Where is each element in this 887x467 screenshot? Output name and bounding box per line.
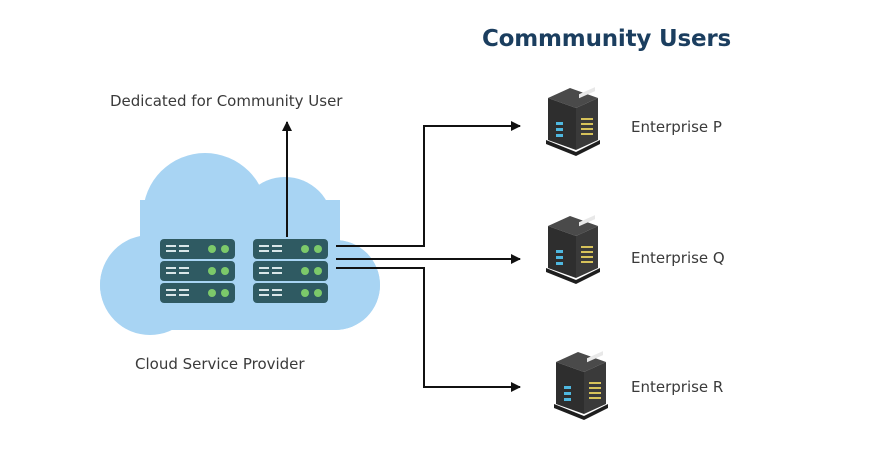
enterprise-r-server-icon: [554, 351, 608, 420]
server-stack-left-icon: [160, 239, 235, 303]
diagram-title: Commmunity Users: [482, 26, 732, 52]
cloud-shape: [100, 153, 380, 335]
enterprise-q-server-icon: [546, 215, 600, 284]
arrow-enterprise-r: [336, 267, 521, 392]
dedicated-label: Dedicated for Community User: [110, 92, 343, 110]
enterprise-r-label: Enterprise R: [631, 378, 724, 396]
server-stack-right-icon: [253, 239, 328, 303]
arrow-enterprise-p: [336, 121, 521, 247]
cloud-label: Cloud Service Provider: [135, 355, 305, 373]
enterprise-p-server-icon: [546, 87, 600, 156]
enterprise-p-label: Enterprise P: [631, 118, 722, 136]
enterprise-q-label: Enterprise Q: [631, 249, 725, 267]
